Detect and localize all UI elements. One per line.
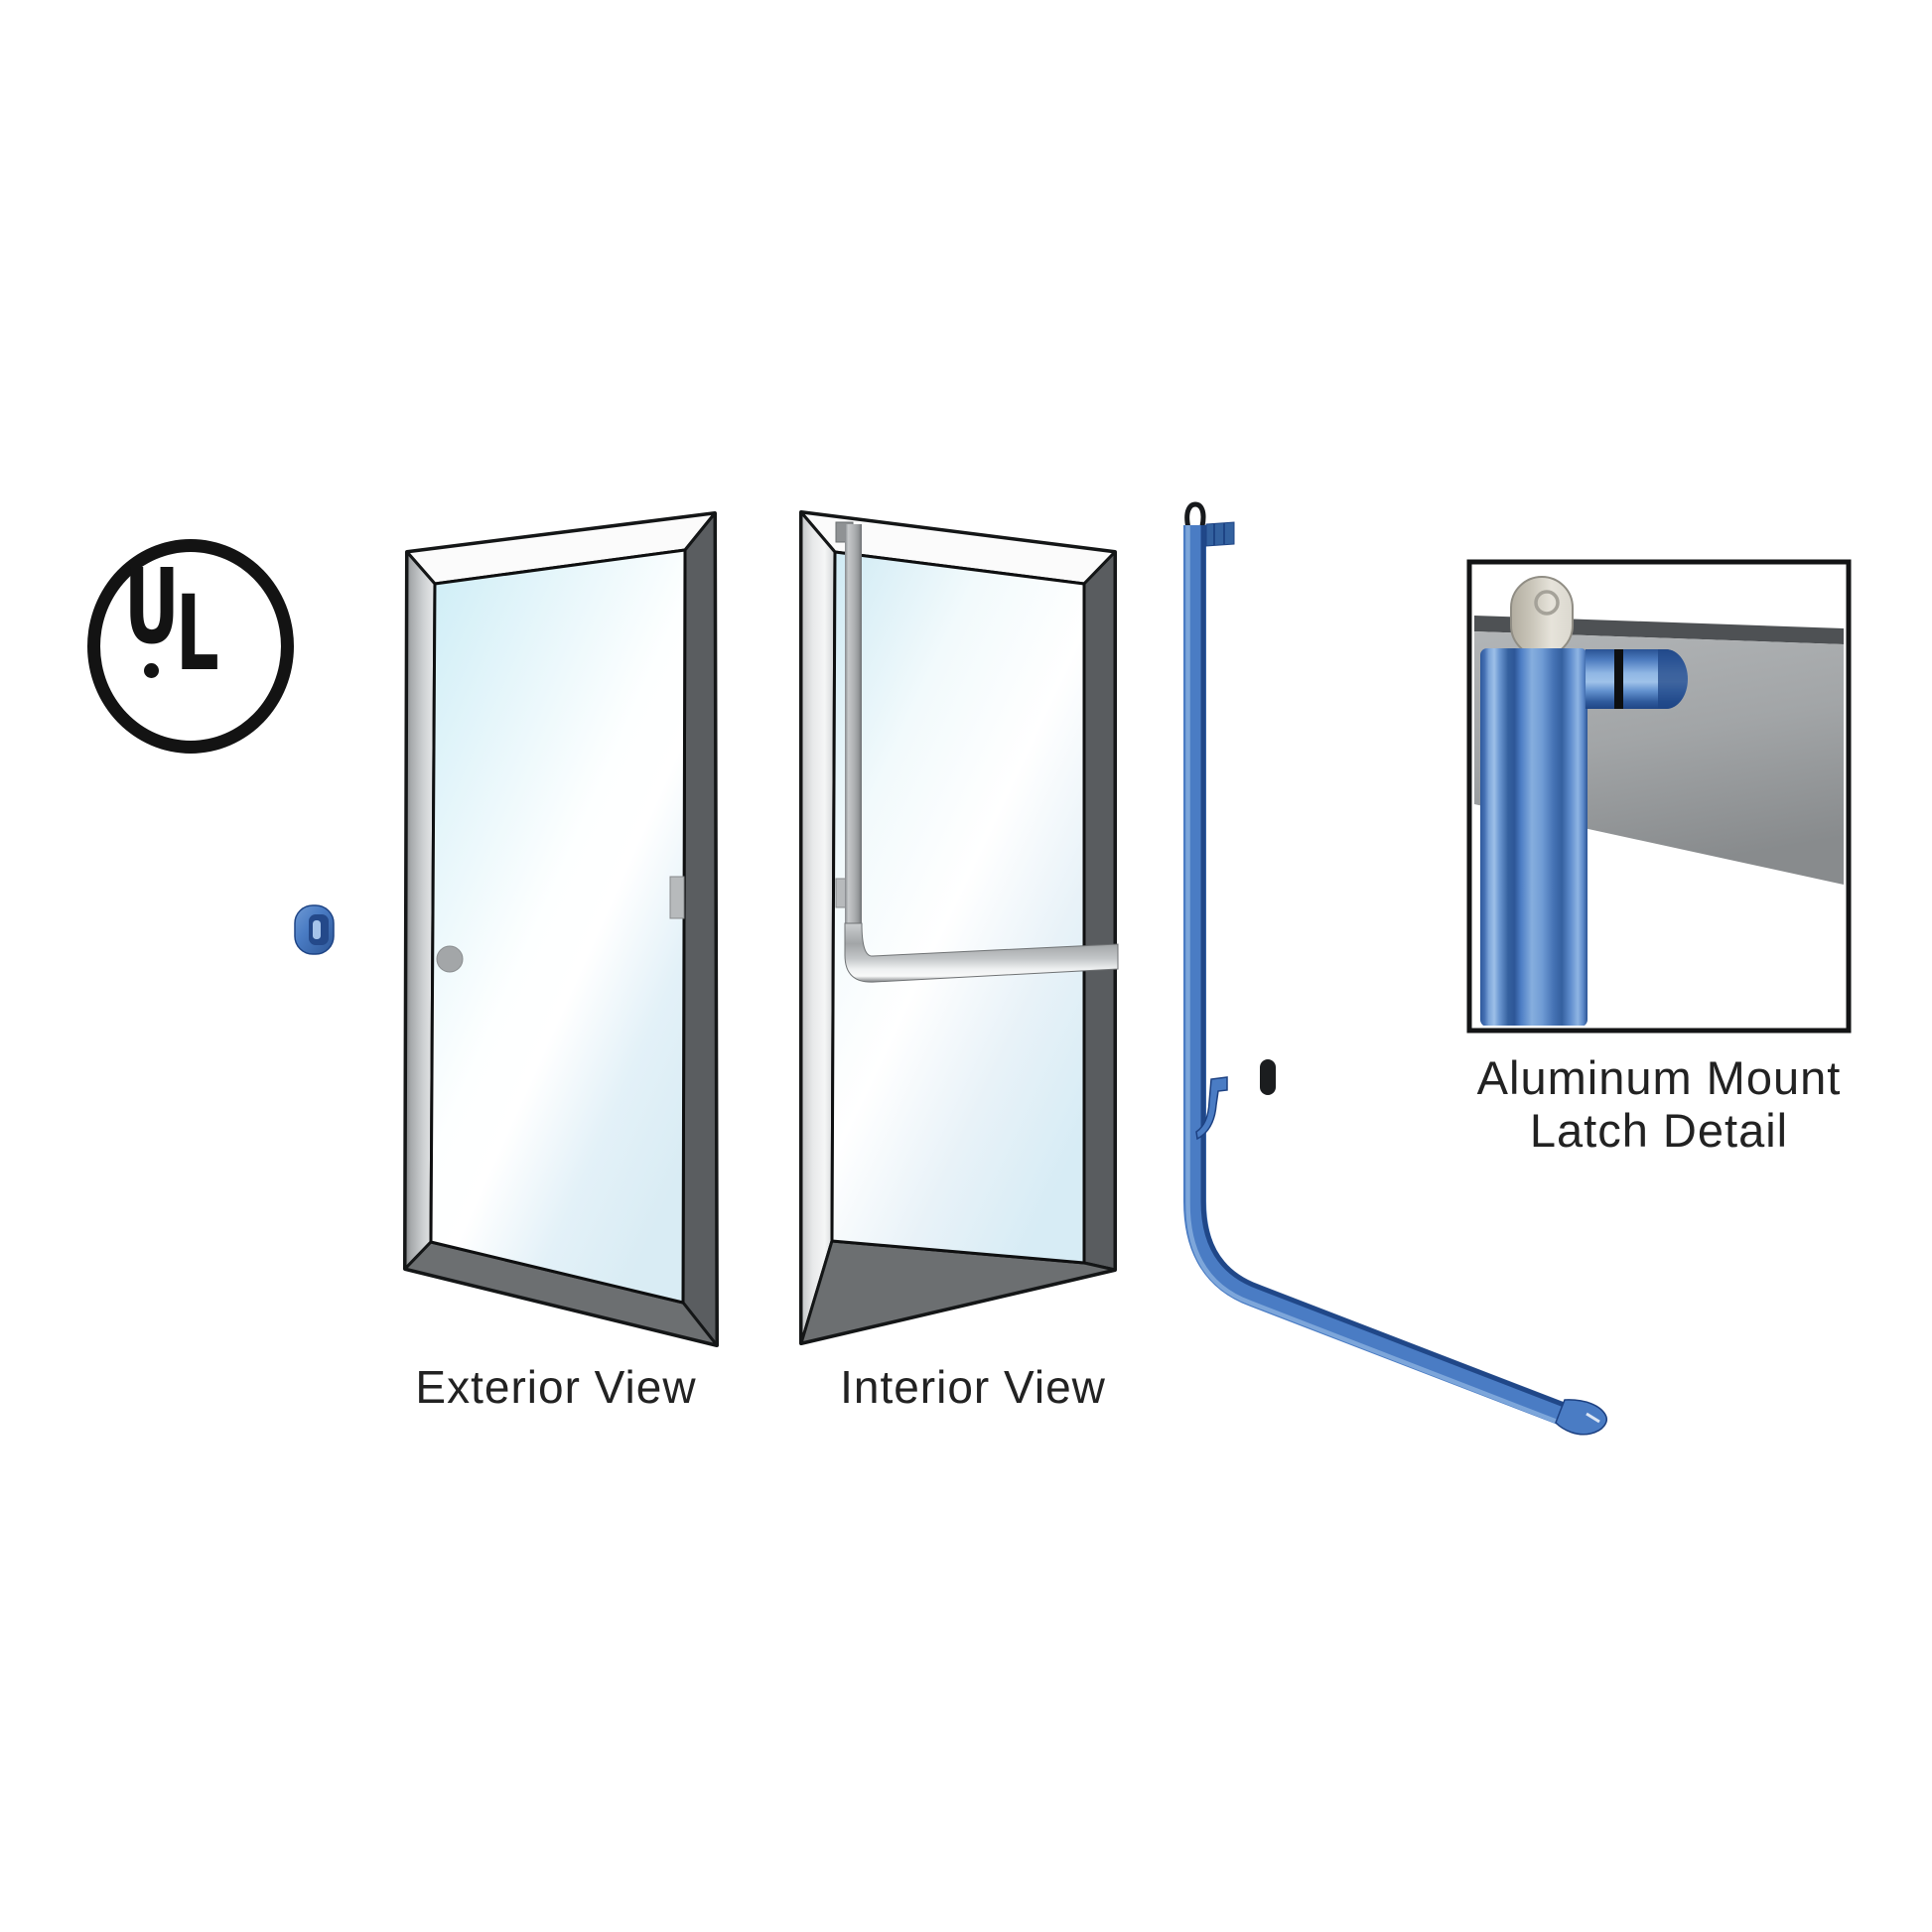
latch-flag-bracket — [1195, 1076, 1228, 1141]
thumbturn-slot — [313, 920, 321, 939]
inset-caption-line2: Latch Detail — [1529, 1103, 1789, 1157]
interior-door-glass — [830, 550, 1086, 1265]
inset-blue-tube — [1480, 648, 1587, 1026]
ul-registered-dot-icon — [144, 663, 159, 678]
latch-rod-top-flag — [1205, 521, 1235, 547]
blue-latch-rod-illustration — [1183, 501, 1607, 1436]
latch-rod-body — [1183, 525, 1582, 1431]
ul-letter-u: U — [124, 546, 180, 667]
exterior-door-glass — [429, 548, 687, 1305]
interior-door-left-stile — [799, 510, 837, 1345]
exterior-door-right-stile — [681, 511, 719, 1347]
hanging-hook-icon — [1184, 501, 1206, 531]
interior-door-right-stile — [1082, 550, 1117, 1272]
inset-contents — [1474, 576, 1844, 1026]
end-tip-notch — [1586, 1412, 1600, 1424]
exterior-door-illustration — [403, 511, 719, 1347]
inset-caption-line1: Aluminum Mount — [1476, 1051, 1842, 1104]
latch-rod-end-tip — [1555, 1399, 1607, 1436]
interior-door-illustration — [799, 510, 1119, 1345]
inset-cylinder-cap — [1658, 649, 1688, 709]
inset-cylinder-ring — [1614, 649, 1623, 709]
interior-view-label: Interior View — [840, 1361, 1106, 1413]
panic-push-bar — [844, 922, 1119, 983]
panic-vertical-rod — [845, 524, 862, 941]
thumbturn-illustration — [294, 904, 335, 955]
ul-letter-l: L — [176, 573, 219, 694]
exterior-cylinder-knob — [436, 945, 464, 973]
latch-rod-shadow-stripe — [1200, 525, 1581, 1414]
inset-clevis-mount — [1510, 576, 1574, 657]
strike-keeper-block — [1260, 1059, 1276, 1095]
latch-rod-highlight-stripe — [1185, 525, 1574, 1431]
exterior-view-label: Exterior View — [415, 1361, 697, 1413]
inset-caption: Aluminum Mount Latch Detail — [1455, 1051, 1863, 1157]
inset-clevis-pin — [1534, 590, 1560, 616]
latch-detail-inset — [1466, 559, 1852, 1034]
exterior-latch-plate — [669, 876, 685, 919]
